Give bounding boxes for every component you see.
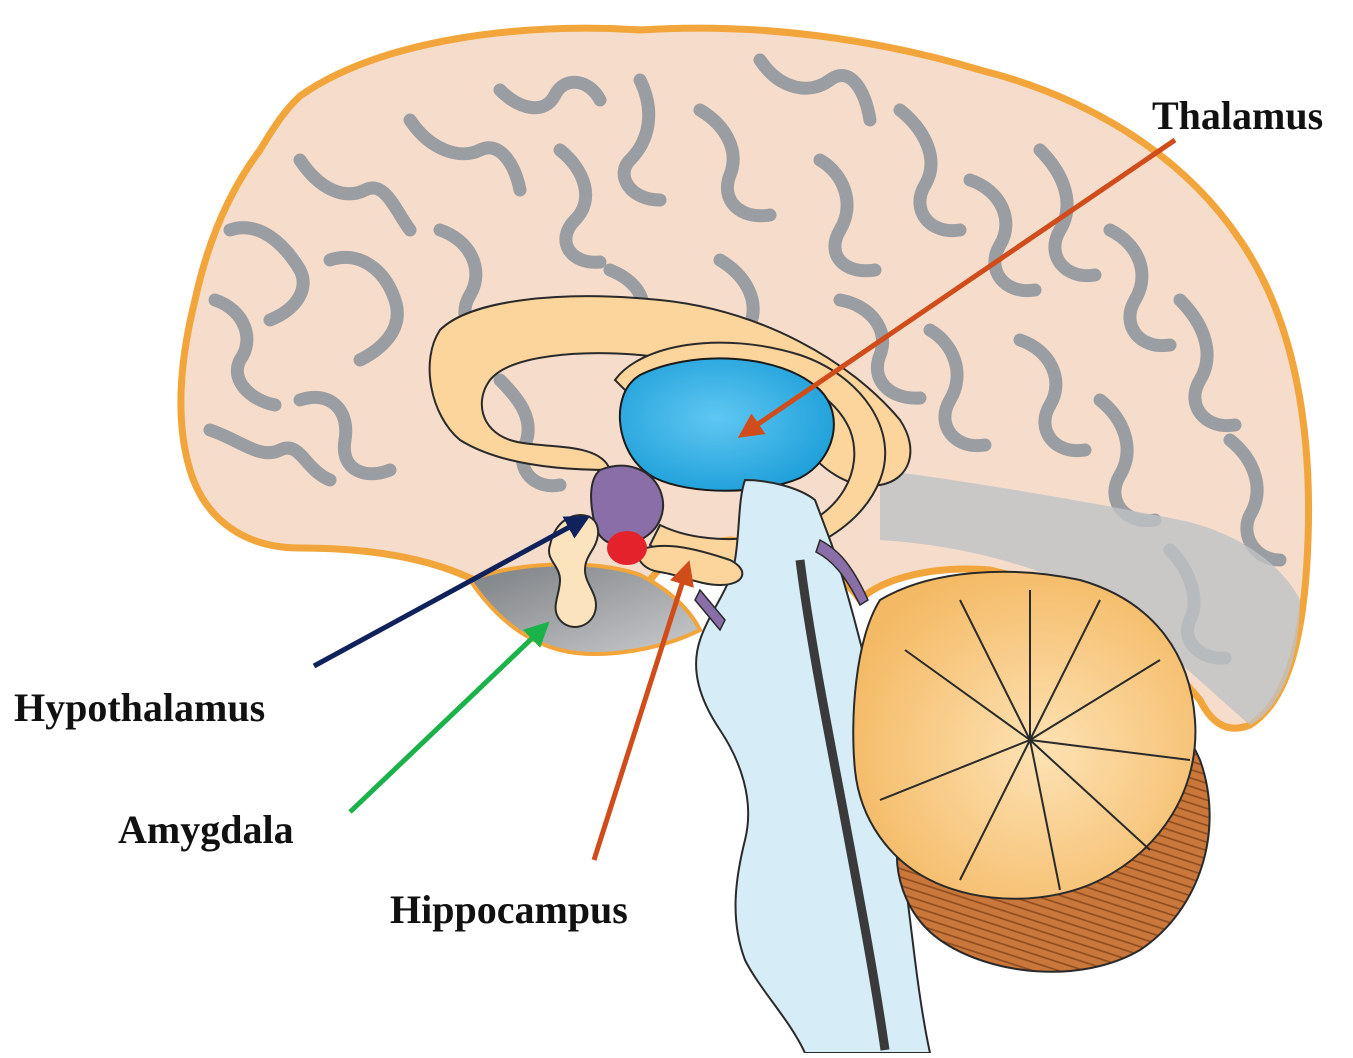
amygdala-arrow	[350, 625, 546, 812]
hypothalamus-label: Hypothalamus	[14, 688, 265, 728]
amygdala-spot	[607, 531, 647, 565]
thalamus-label: Thalamus	[1152, 96, 1323, 136]
thalamus-structure	[620, 358, 834, 490]
hippocampus-label: Hippocampus	[390, 890, 628, 930]
amygdala-label: Amygdala	[118, 810, 294, 850]
